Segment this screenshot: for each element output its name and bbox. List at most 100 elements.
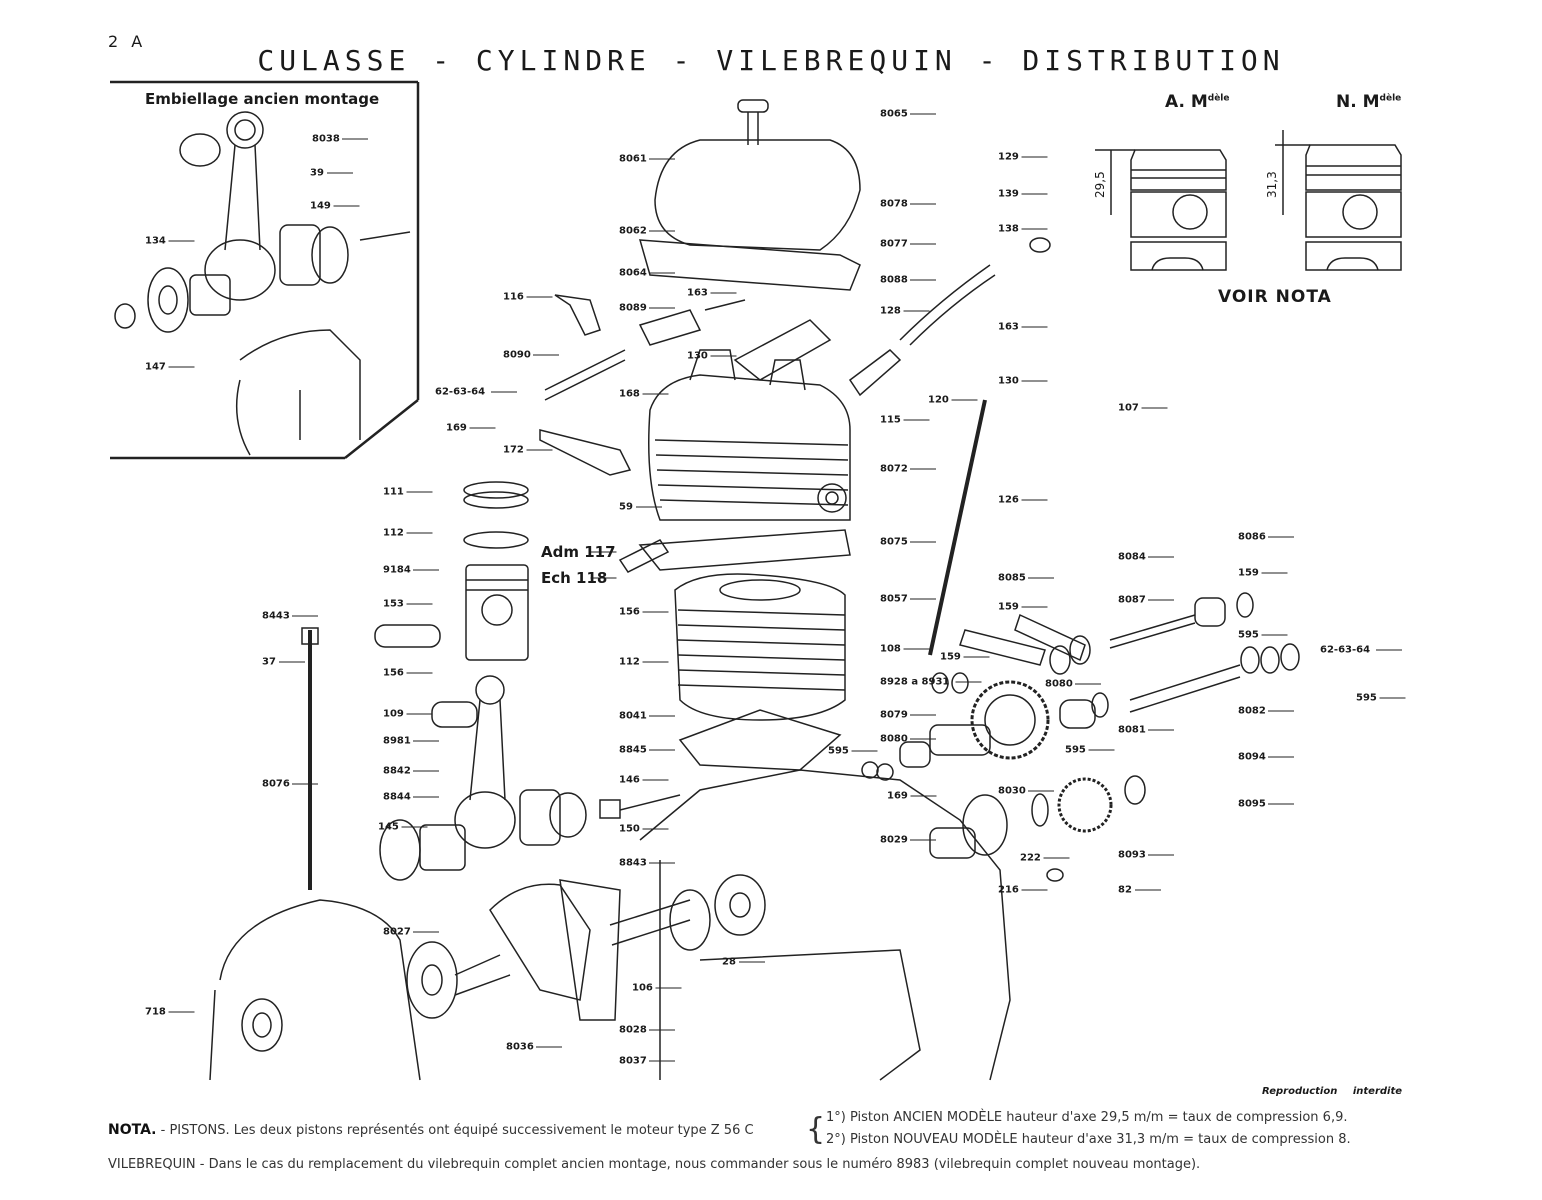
part-label: 8037: [619, 1055, 647, 1067]
piston-old-label-sup: dèle: [1207, 93, 1230, 104]
part-label: 8029: [880, 834, 908, 846]
part-label: 129: [998, 151, 1019, 163]
part-label: 8095: [1238, 798, 1266, 810]
piston-new-drawing: [1275, 130, 1402, 271]
part-label: 163: [998, 321, 1019, 333]
part-label: 172: [503, 444, 524, 456]
piston-old-model-label: A. Mdèle: [1165, 92, 1230, 112]
rocker-assembly-drawing: [539, 237, 1051, 656]
nota-pistons: NOTA. - PISTONS. Les deux pistons représ…: [108, 1122, 754, 1138]
part-label: 8079: [880, 709, 908, 721]
part-label: 595: [828, 745, 849, 757]
part-label: 128: [880, 305, 901, 317]
part-label: 8443: [262, 610, 290, 622]
valve-cover-drawing: [638, 99, 861, 291]
part-label: 59: [619, 501, 633, 513]
timing-gears-drawing: [861, 592, 1300, 882]
part-label: 8084: [1118, 551, 1146, 563]
part-label: 8057: [880, 593, 908, 605]
part-label: 8085: [998, 572, 1026, 584]
piston-new-dimension: 31,3: [1265, 171, 1279, 198]
part-label: 111: [383, 486, 404, 498]
part-label: 8093: [1118, 849, 1146, 861]
piston-old-drawing: [1095, 149, 1227, 271]
part-label: 8981: [383, 735, 411, 747]
part-label: 8064: [619, 267, 647, 279]
part-label: Adm 117: [541, 543, 616, 561]
part-label: 146: [619, 774, 640, 786]
part-label: 126: [998, 494, 1019, 506]
part-label: 147: [145, 361, 166, 373]
nota-vilebrequin: VILEBREQUIN - Dans le cas du remplacemen…: [108, 1157, 1201, 1172]
part-label: 130: [687, 350, 708, 362]
nota-old-piston-line: 1°) Piston ANCIEN MODÈLE hauteur d'axe 2…: [826, 1110, 1348, 1125]
part-label: 106: [632, 982, 653, 994]
part-label: 145: [378, 821, 399, 833]
crankcase-drawing: [209, 627, 1011, 1081]
part-label: 8086: [1238, 531, 1266, 543]
part-label: 150: [619, 823, 640, 835]
part-label: 8076: [262, 778, 290, 790]
part-label: 139: [998, 188, 1019, 200]
part-label: 156: [383, 667, 404, 679]
part-label: 8075: [880, 536, 908, 548]
part-label: 8081: [1118, 724, 1146, 736]
part-label: 163: [687, 287, 708, 299]
part-label: 112: [383, 527, 404, 539]
page-title: CULASSE - CYLINDRE - VILEBREQUIN - DISTR…: [257, 44, 1285, 77]
connecting-rod-drawing: [379, 675, 681, 881]
part-label: 8928 a 8931: [880, 676, 950, 688]
part-label: 216: [998, 884, 1019, 896]
nota-brace: {: [806, 1112, 826, 1147]
inset-frame: [110, 80, 420, 460]
inset-title: Embiellage ancien montage: [145, 90, 380, 108]
part-label: 8061: [619, 153, 647, 165]
part-label: 8065: [880, 108, 908, 120]
part-label: 8030: [998, 785, 1026, 797]
cylinder-head-drawing: [648, 349, 851, 521]
part-label: 8845: [619, 744, 647, 756]
part-label: 107: [1118, 402, 1139, 414]
part-label: 8077: [880, 238, 908, 250]
part-label: 8028: [619, 1024, 647, 1036]
part-label: 8087: [1118, 594, 1146, 606]
part-label: 159: [1238, 567, 1259, 579]
part-label: 138: [998, 223, 1019, 235]
piston-new-label-text: N. M: [1336, 92, 1380, 112]
part-label: 8844: [383, 791, 411, 803]
part-label: 8041: [619, 710, 647, 722]
part-label: 8842: [383, 765, 411, 777]
part-label: 153: [383, 598, 404, 610]
piston-new-label-sup: dèle: [1379, 93, 1402, 104]
part-label: 8080: [880, 733, 908, 745]
cylinder-drawing: [638, 529, 851, 771]
part-label: 8072: [880, 463, 908, 475]
part-label: 109: [383, 708, 404, 720]
part-label: 8082: [1238, 705, 1266, 717]
part-label: 112: [619, 656, 640, 668]
nota-new-piston-line: 2°) Piston NOUVEAU MODÈLE hauteur d'axe …: [826, 1132, 1351, 1147]
part-label: 159: [940, 651, 961, 663]
part-label: Ech 118: [541, 569, 608, 587]
part-label: 169: [446, 422, 467, 434]
part-label: 595: [1238, 629, 1259, 641]
part-label: 149: [310, 200, 331, 212]
page-number: 2 A: [108, 32, 147, 51]
part-label: 82: [1118, 884, 1132, 896]
part-label: 169: [887, 790, 908, 802]
piston-new-model-label: N. Mdèle: [1336, 92, 1401, 112]
part-label: 115: [880, 414, 901, 426]
part-label: 28: [722, 956, 736, 968]
part-label: 595: [1356, 692, 1377, 704]
part-label: 8843: [619, 857, 647, 869]
part-label: 8088: [880, 274, 908, 286]
part-label: 718: [145, 1006, 166, 1018]
part-label: 62-63-64: [1320, 644, 1371, 656]
part-label: 116: [503, 291, 524, 303]
nota-pistons-text: - PISTONS. Les deux pistons représentés …: [156, 1123, 754, 1138]
part-label: 8080: [1045, 678, 1073, 690]
part-label: 130: [998, 375, 1019, 387]
part-label: 159: [998, 601, 1019, 613]
nota-heading: NOTA.: [108, 1122, 157, 1138]
